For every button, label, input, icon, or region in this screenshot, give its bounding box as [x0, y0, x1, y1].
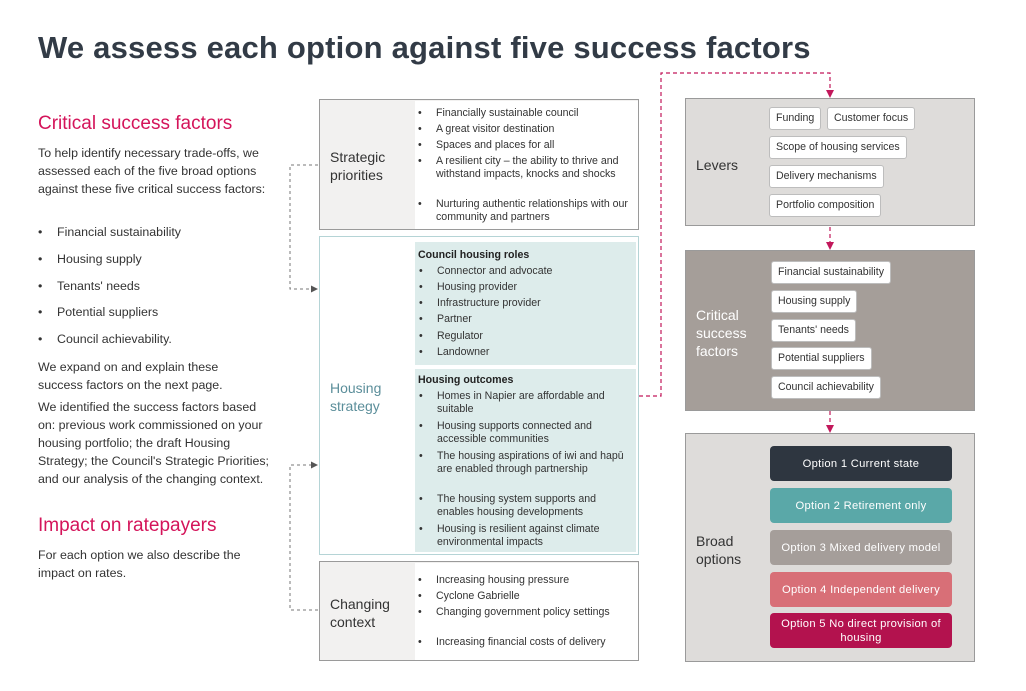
- list-item: Housing supports connected and accessibl…: [419, 420, 632, 446]
- list-item: Landowner: [419, 346, 632, 359]
- impact-text: For each option we also describe the imp…: [38, 548, 241, 580]
- list-item: Increasing financial costs of delivery: [418, 636, 631, 649]
- roles-heading: Council housing roles: [418, 249, 530, 261]
- csf-chip: Financial sustainability: [771, 261, 891, 284]
- list-item: Partner: [419, 313, 632, 326]
- csf-panel-label: Critical success factors: [696, 307, 747, 359]
- list-item: The housing system supports and enables …: [419, 493, 632, 519]
- list-item: Changing government policy settings: [418, 606, 631, 619]
- csf-chip: Potential suppliers: [771, 347, 872, 370]
- csf-chip: Tenants' needs: [771, 319, 856, 342]
- strategic-priorities-panel: Strategic priorities Financially sustain…: [319, 99, 639, 230]
- list-item: Housing is resilient against climate env…: [419, 523, 632, 549]
- identified-text: We identified the success factors based …: [38, 400, 269, 486]
- option-2: Option 2 Retirement only: [770, 488, 952, 523]
- changing-list: Increasing housing pressure Cyclone Gabr…: [415, 563, 638, 660]
- page-title: We assess each option against five succe…: [38, 30, 811, 65]
- option-5: Option 5 No direct provision of housing: [770, 613, 952, 648]
- list-item: Infrastructure provider: [419, 297, 632, 310]
- levers-label: Levers: [696, 157, 739, 173]
- levers-panel: Levers Funding Customer focus Scope of h…: [685, 98, 975, 226]
- list-item: The housing aspirations of iwi and hapū …: [419, 450, 632, 476]
- list-item: A resilient city – the ability to thrive…: [418, 155, 631, 181]
- list-item: Increasing housing pressure: [418, 574, 631, 587]
- option-1: Option 1 Current state: [770, 446, 952, 481]
- lever-chip: Delivery mechanisms: [769, 165, 884, 188]
- changing-context-label: Changing context: [330, 596, 390, 630]
- list-item: Nurturing authentic relationships with o…: [418, 198, 631, 224]
- housing-strategy-label: Housing strategy: [330, 380, 382, 414]
- housing-outcomes-box: Housing outcomes Homes in Napier are aff…: [415, 369, 636, 552]
- option-3: Option 3 Mixed delivery model: [770, 530, 952, 565]
- list-item: Homes in Napier are affordable and suita…: [419, 390, 632, 416]
- option-4: Option 4 Independent delivery: [770, 572, 952, 607]
- list-item: Regulator: [419, 330, 632, 343]
- strategic-priorities-label: Strategic priorities: [330, 149, 386, 183]
- housing-strategy-panel: Housing strategy Council housing roles C…: [319, 236, 639, 555]
- list-item: Connector and advocate: [419, 265, 632, 278]
- list-item: Cyclone Gabrielle: [418, 590, 631, 603]
- lever-chip: Scope of housing services: [769, 136, 907, 159]
- list-item: Spaces and places for all: [418, 139, 631, 152]
- list-item: Financially sustainable council: [418, 107, 631, 120]
- outcomes-heading: Housing outcomes: [418, 374, 514, 386]
- csf-intro: To help identify necessary trade-offs, w…: [38, 146, 266, 196]
- expand-text: We expand on and explain these success f…: [38, 360, 223, 392]
- list-item: Housing provider: [419, 281, 632, 294]
- broad-options-label: Broad options: [696, 533, 742, 567]
- impact-heading: Impact on ratepayers: [38, 515, 217, 536]
- csf-heading: Critical success factors: [38, 113, 233, 134]
- lever-chip: Funding: [769, 107, 822, 130]
- lever-chip: Customer focus: [827, 107, 916, 130]
- list-item: A great visitor destination: [418, 123, 631, 136]
- csf-panel: Critical success factors Financial susta…: [685, 250, 975, 411]
- strategic-list: Financially sustainable council A great …: [415, 101, 638, 229]
- csf-chip: Council achievability: [771, 376, 881, 399]
- changing-context-panel: Changing context Increasing housing pres…: [319, 561, 639, 661]
- lever-chip: Portfolio composition: [769, 194, 882, 217]
- csf-chip: Housing supply: [771, 290, 858, 313]
- council-roles-box: Council housing roles Connector and advo…: [415, 242, 636, 365]
